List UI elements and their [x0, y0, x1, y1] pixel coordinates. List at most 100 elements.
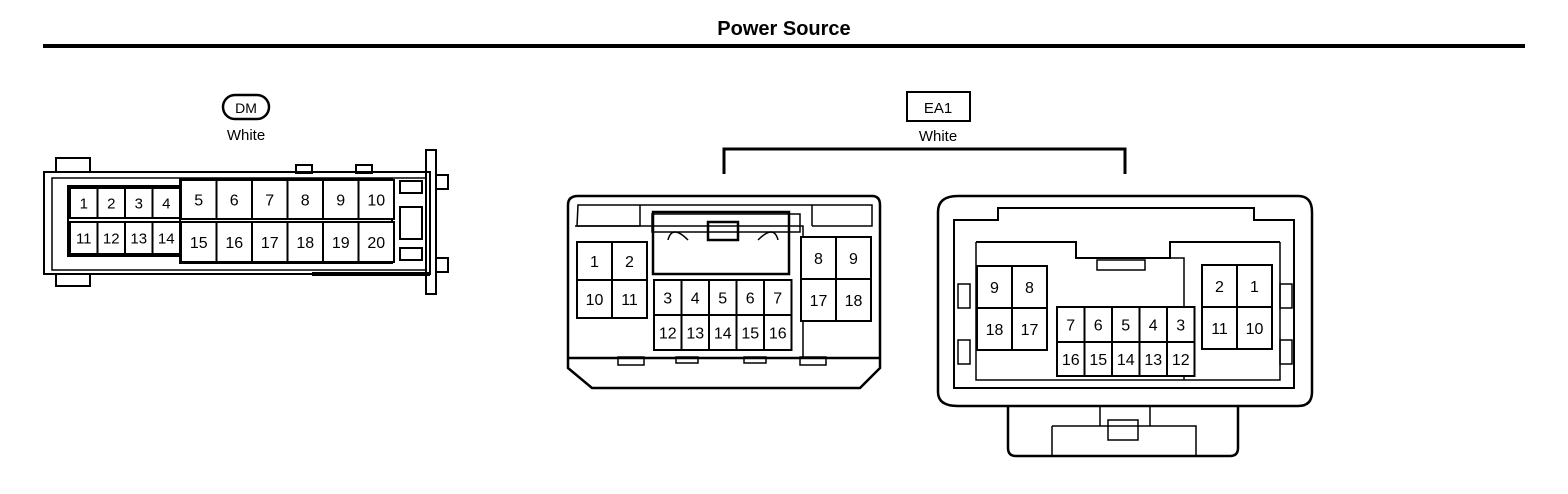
pin-number: 6 [1094, 317, 1103, 334]
pin-box [763, 314, 793, 351]
pin-number: 9 [990, 280, 999, 297]
pin-number: 15 [741, 325, 759, 342]
pin-cell: 9 [835, 236, 872, 280]
pin-cell: 7 [251, 179, 289, 220]
pin-cell: 8 [1011, 265, 1048, 309]
pin-cell: 18 [976, 307, 1013, 351]
pin-number: 5 [1121, 317, 1130, 334]
pin-cell: 6 [1083, 306, 1113, 343]
ea1-code-box [906, 91, 971, 122]
pin-box [835, 278, 872, 322]
pin-cell: 3 [124, 187, 154, 219]
pin-number: 13 [1144, 352, 1162, 369]
pin-number: 17 [1021, 322, 1039, 339]
pin-box [576, 279, 613, 319]
pin-box [611, 279, 648, 319]
pin-box [357, 179, 395, 220]
pin-cell: 8 [286, 179, 324, 220]
pin-number: 6 [746, 290, 755, 307]
pin-box [680, 314, 710, 351]
pin-box [1236, 306, 1273, 350]
pin-number: 15 [1089, 352, 1107, 369]
pin-box [1201, 306, 1238, 350]
pin-box [1111, 341, 1141, 377]
pin-cell: 10 [576, 279, 613, 319]
pin-number: 12 [659, 325, 677, 342]
pin-number: 4 [162, 195, 170, 212]
pin-box [251, 221, 289, 263]
pin-cell: 6 [215, 179, 253, 220]
pin-cell: 2 [1201, 264, 1238, 308]
pin-number: 7 [1066, 317, 1075, 334]
pin-cell: 12 [653, 314, 683, 351]
pin-box [1011, 307, 1048, 351]
pin-box [286, 179, 324, 220]
pin-cell: 3 [1166, 306, 1196, 343]
pin-cell: 11 [69, 221, 99, 255]
pin-number: 10 [367, 192, 385, 209]
pin-number: 9 [849, 251, 858, 268]
pin-cell: 16 [215, 221, 253, 263]
pin-cell: 18 [835, 278, 872, 322]
dm-code-badge [221, 93, 271, 121]
pin-cell: 2 [611, 241, 648, 281]
pin-box [180, 221, 218, 263]
ea1-code-label: EA1 [924, 100, 952, 117]
pin-cell: 6 [735, 279, 765, 316]
ea1-bracket [722, 147, 1127, 174]
ea1-right-housing [936, 194, 1314, 458]
pin-cell: 1 [576, 241, 613, 281]
pin-box [1138, 341, 1168, 377]
pin-number: 14 [158, 230, 175, 247]
pin-cell: 15 [180, 221, 218, 263]
pin-box [69, 221, 99, 255]
pin-number: 10 [1246, 321, 1264, 338]
pin-cell: 14 [151, 221, 181, 255]
pin-box [800, 278, 837, 322]
pin-number: 5 [194, 192, 203, 209]
pin-box [1166, 306, 1196, 343]
pin-cell: 12 [96, 221, 126, 255]
pin-cell: 17 [251, 221, 289, 263]
pin-cell: 19 [322, 221, 360, 263]
pin-cell: 4 [680, 279, 710, 316]
pin-box [215, 221, 253, 263]
pin-number: 8 [1025, 280, 1034, 297]
pin-number: 18 [986, 322, 1004, 339]
pin-number: 19 [332, 235, 350, 252]
pin-cell: 5 [708, 279, 738, 316]
pin-number: 13 [686, 325, 704, 342]
pin-box [653, 314, 683, 351]
pin-cell: 2 [96, 187, 126, 219]
pin-number: 12 [1172, 352, 1190, 369]
pin-cell: 15 [1083, 341, 1113, 377]
pin-cell: 1 [69, 187, 99, 219]
pin-cell: 4 [1138, 306, 1168, 343]
pin-cell: 17 [1011, 307, 1048, 351]
pin-box [708, 314, 738, 351]
pin-number: 14 [1117, 352, 1135, 369]
pin-number: 15 [190, 235, 208, 252]
pin-box [322, 179, 360, 220]
pin-cell: 10 [357, 179, 395, 220]
pin-number: 18 [296, 235, 314, 252]
pin-cell: 4 [151, 187, 181, 219]
pin-cell: 13 [1138, 341, 1168, 377]
pin-number: 7 [773, 290, 782, 307]
dm-color-label: White [227, 127, 265, 144]
pin-cell: 9 [322, 179, 360, 220]
pin-cell: 8 [800, 236, 837, 280]
pin-cell: 5 [180, 179, 218, 220]
pin-number: 9 [336, 192, 345, 209]
pin-box [735, 279, 765, 316]
pin-box [251, 179, 289, 220]
title-rule [43, 44, 1525, 48]
pin-box [96, 187, 126, 219]
pin-number: 11 [76, 230, 92, 247]
pin-cell: 17 [800, 278, 837, 322]
